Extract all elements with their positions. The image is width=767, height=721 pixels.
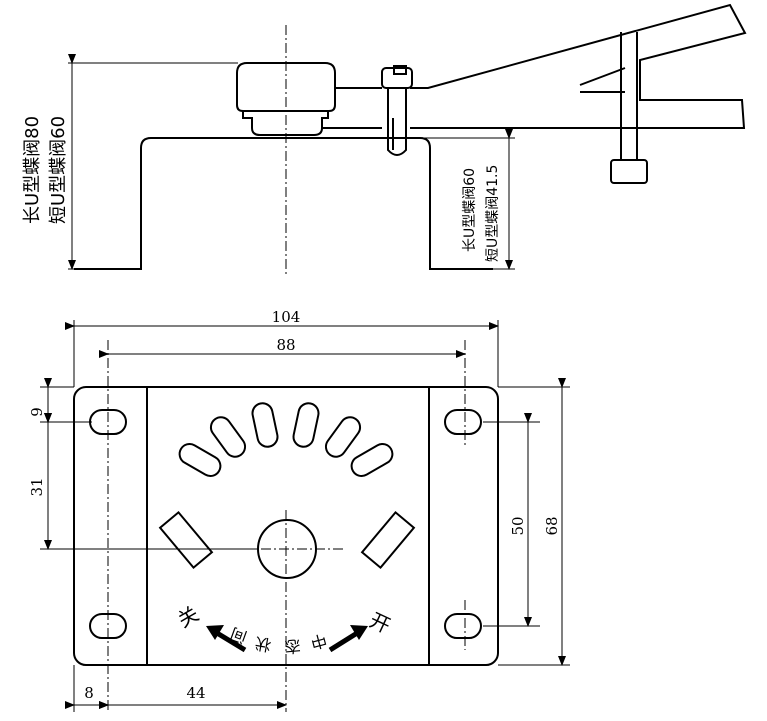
handle-wedge [579,67,626,93]
label-short-60: 短U型蝶阀60 [48,116,69,224]
position-slots [178,402,394,477]
plan-view: 关 开 间 状 态 中 104 88 9 31 50 68 [28,308,570,712]
label-middle-state: 间 状 态 中 [228,624,329,657]
label-middle-char-4: 中 [308,630,328,652]
handle-arm [322,3,747,129]
locking-pin [381,65,413,156]
actuator-neck [242,111,329,136]
dim-88-label: 88 [276,336,295,354]
stop-slot-right [360,510,416,570]
dim-9-label: 9 [28,407,46,417]
label-close: 关 [174,602,203,633]
handle-bolt [610,32,648,184]
stop-slot-left [158,510,214,570]
label-open: 开 [366,608,394,638]
mounting-plate [73,386,499,666]
label-short-41-5: 短U型蝶阀41.5 [485,165,501,262]
dim-44-label: 44 [186,684,205,702]
slot-bottom-right [444,613,482,639]
dim-104-label: 104 [272,308,301,326]
label-middle-char-3: 态 [284,636,302,656]
open-arrowhead [350,625,368,640]
label-long-60: 长U型蝶阀60 [462,168,478,252]
label-long-80: 长U型蝶阀80 [22,116,43,224]
dim-8-label: 8 [84,684,94,702]
dim-31-label: 31 [28,477,46,496]
dim-68-label: 68 [543,516,561,535]
slot-top-right [444,409,482,435]
side-view: 长U型蝶阀80 短U型蝶阀60 长U型蝶阀60 短U型蝶阀41.5 [22,3,747,275]
close-arrowhead [206,625,224,640]
label-middle-char-2: 状 [254,633,273,654]
actuator-body [236,62,336,112]
bracket-profile [74,137,493,270]
label-middle-char-1: 间 [228,624,250,647]
dim-50-label: 50 [509,516,527,535]
